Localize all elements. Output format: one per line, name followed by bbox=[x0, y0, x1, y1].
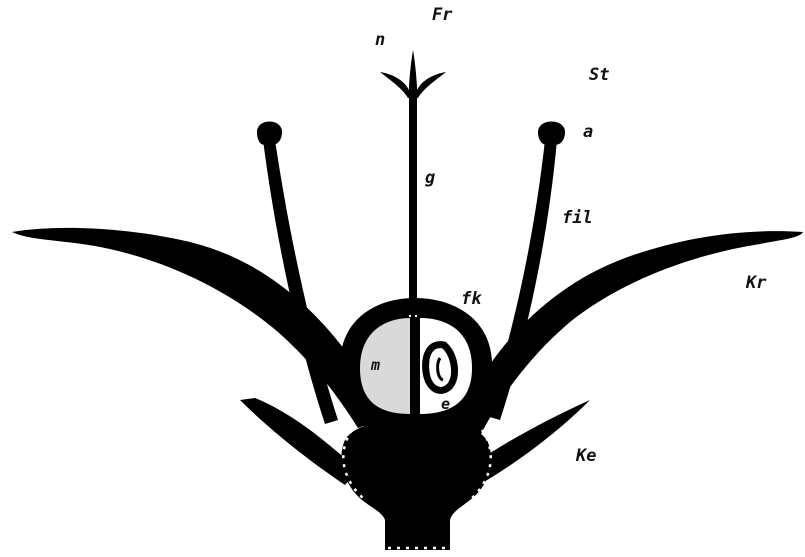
style bbox=[409, 86, 417, 314]
label-kr: Kr bbox=[745, 273, 767, 293]
label-fr: Fr bbox=[432, 5, 453, 25]
left-sepal bbox=[240, 398, 358, 485]
label-e: e bbox=[441, 395, 450, 413]
label-fk: fk bbox=[461, 289, 482, 309]
stigma bbox=[380, 50, 446, 98]
receptacle bbox=[341, 418, 491, 550]
label-fil: fil bbox=[562, 208, 593, 228]
label-m: m bbox=[370, 356, 380, 374]
label-a: a bbox=[583, 122, 593, 142]
left-anther bbox=[257, 122, 282, 145]
label-st: St bbox=[589, 65, 609, 85]
right-anther bbox=[538, 122, 565, 145]
label-g: g bbox=[425, 168, 435, 188]
label-n: n bbox=[375, 30, 385, 50]
label-ke: Ke bbox=[575, 446, 596, 466]
